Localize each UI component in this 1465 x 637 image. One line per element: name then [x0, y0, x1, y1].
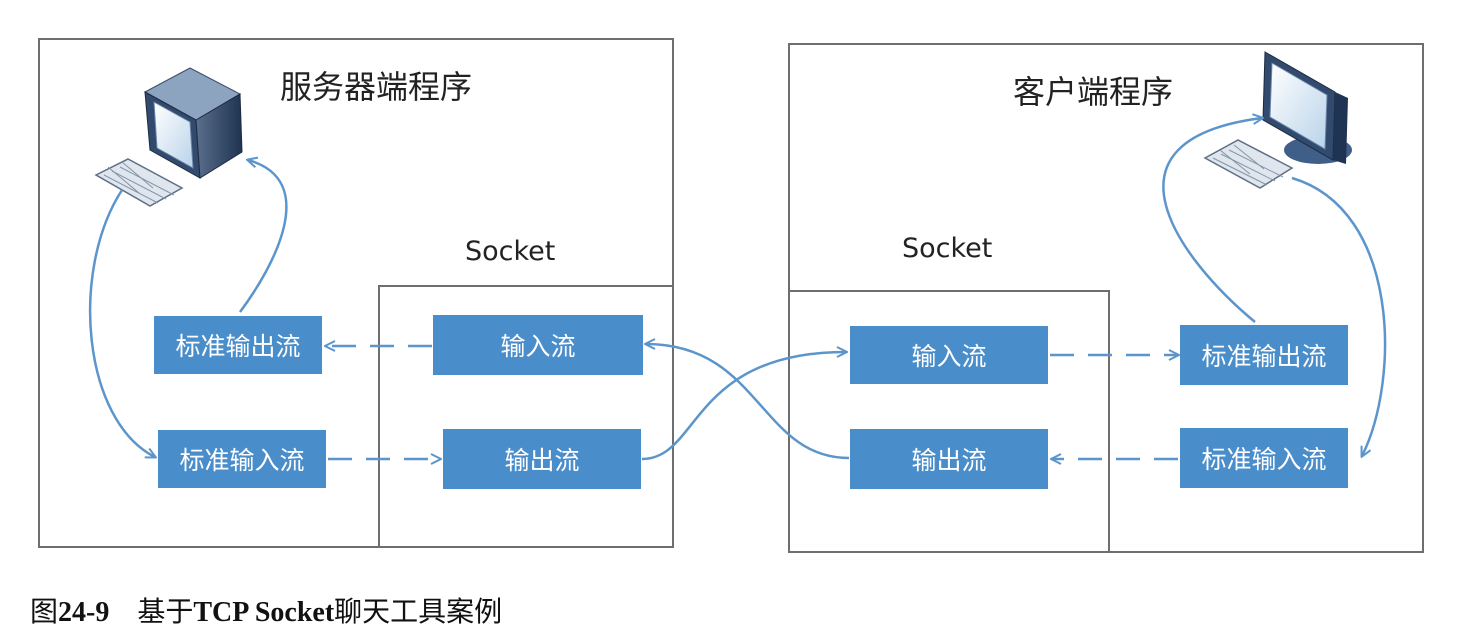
server-title: 服务器端程序: [280, 68, 473, 106]
client-output-to-server-input-arrow: [646, 344, 850, 460]
caption-text-bold: TCP Socket: [193, 597, 335, 628]
caption-number: 24-9: [58, 597, 110, 628]
server-output-to-client-input-arrow: [641, 352, 846, 461]
client-title: 客户端程序: [1013, 73, 1174, 111]
client-std-input-box: 标准输入流: [1180, 428, 1348, 488]
server-keyboard-to-input-arrow: [88, 189, 155, 457]
figure-caption: 图24-9 基于TCP Socket聊天工具案例: [30, 590, 502, 630]
client-keyboard-to-input-arrow: [1291, 176, 1387, 456]
client-socket-label: Socket: [902, 233, 993, 264]
client-std-output-box: 标准输出流: [1180, 325, 1348, 385]
server-socket-label: Socket: [465, 236, 556, 267]
caption-fig-label: 图: [30, 595, 59, 628]
client-socket-frame: [788, 290, 1110, 553]
client-socket-input-box: 输入流: [850, 326, 1048, 384]
client-computer-icon: [1203, 51, 1352, 189]
server-output-to-computer-arrow: [238, 160, 288, 313]
client-output-to-computer-arrow: [1162, 118, 1262, 323]
server-socket-frame: [378, 285, 674, 548]
server-socket-input-box: 输入流: [433, 315, 643, 375]
caption-text-post: 聊天工具案例: [334, 595, 503, 628]
server-std-input-box: 标准输入流: [158, 430, 326, 488]
server-socket-output-box: 输出流: [443, 429, 641, 489]
server-computer-icon: [94, 67, 243, 207]
caption-text-pre: 基于: [137, 595, 194, 628]
client-socket-output-box: 输出流: [850, 429, 1048, 489]
server-std-output-box: 标准输出流: [154, 316, 322, 374]
